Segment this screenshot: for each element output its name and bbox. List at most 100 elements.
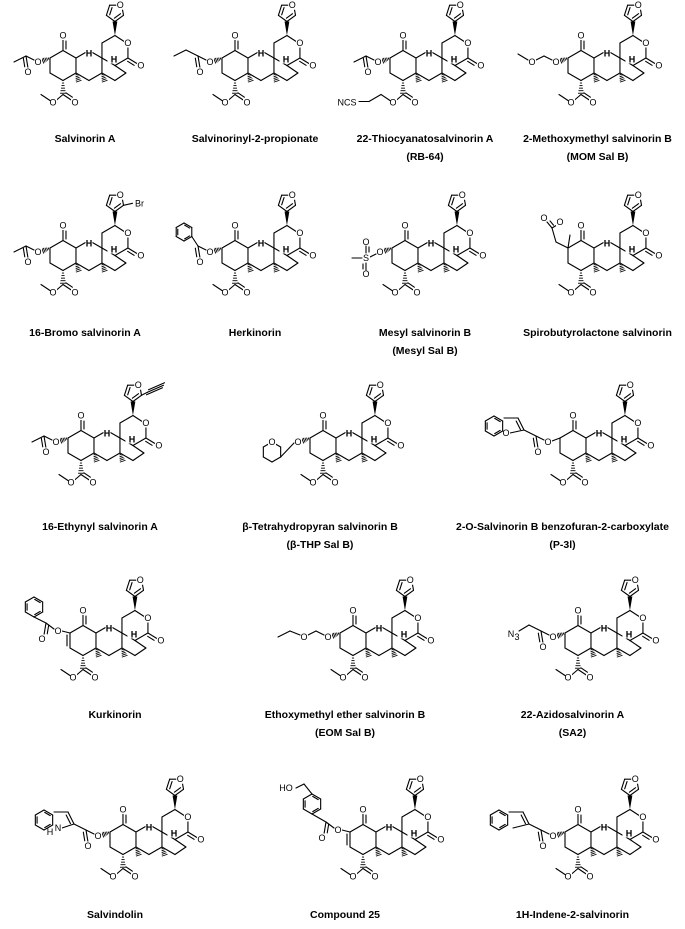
bond <box>95 647 110 657</box>
benzene-bond <box>484 415 495 422</box>
benzene-bond <box>489 809 500 816</box>
abbrev-text: (β-THP Sal B) <box>286 539 354 551</box>
label-mask <box>416 774 425 784</box>
c2-hashed <box>41 247 50 254</box>
bromine-label: Br <box>135 198 144 208</box>
benzene-bond <box>175 222 185 229</box>
benzene-bond <box>493 415 504 422</box>
carbonyl-bond <box>127 247 138 255</box>
bond <box>577 823 592 833</box>
oxygen-label: O <box>552 57 559 67</box>
bond <box>414 846 427 856</box>
benzene-bond <box>498 809 509 816</box>
carbonyl-bond <box>404 283 415 292</box>
label-mask <box>156 636 165 645</box>
label-mask <box>539 642 547 652</box>
bond <box>454 57 469 67</box>
furan-bond <box>619 387 623 396</box>
ester-bond <box>212 93 223 102</box>
carbonyl-bond <box>197 55 201 69</box>
label-mask <box>143 613 152 623</box>
oxygen-label: O <box>34 247 41 257</box>
label-mask <box>588 288 597 297</box>
bond <box>234 239 249 249</box>
bond <box>49 262 64 272</box>
bond <box>67 452 82 462</box>
label-mask <box>556 217 564 227</box>
bond <box>593 72 608 82</box>
label-mask <box>412 288 421 297</box>
name-text: Salvinorin A <box>54 133 116 145</box>
label-mask <box>631 575 640 585</box>
oxygen-label: O <box>642 38 649 48</box>
furan-bond <box>105 194 111 206</box>
carbonyl-bond <box>387 440 395 446</box>
bond <box>309 429 324 439</box>
label-mask <box>24 257 32 267</box>
furan-bond <box>134 589 145 598</box>
oxygen-label: O <box>635 190 642 200</box>
bond <box>580 262 595 272</box>
label-mask <box>196 257 204 267</box>
label-mask <box>566 98 575 107</box>
bond <box>132 414 144 423</box>
furan-bond <box>632 14 643 23</box>
furan-bond <box>281 7 285 16</box>
carbonyl-bond <box>583 92 591 98</box>
carbonyl-bond <box>580 667 588 673</box>
benzene-bond <box>498 824 509 831</box>
carbonyl-bond <box>25 245 29 259</box>
ester-hashed <box>400 82 406 94</box>
oxygen-label: O <box>374 57 381 67</box>
bond <box>247 262 262 272</box>
oxygen-label: O <box>324 632 331 642</box>
methyl-hashed <box>101 73 108 83</box>
label-mask <box>406 575 415 585</box>
bond <box>119 452 134 462</box>
oxygen-label: O <box>361 673 368 683</box>
bond <box>62 262 77 272</box>
methyl-hashed <box>619 263 626 273</box>
label-mask <box>123 228 132 238</box>
oxygen-label: O <box>77 411 84 421</box>
carbonyl-bond <box>85 667 93 673</box>
bond <box>619 34 634 44</box>
compound-name: Herkinorin <box>170 324 340 342</box>
label-mask <box>552 57 560 67</box>
bond <box>577 647 592 657</box>
oxygen-label: O <box>91 673 98 683</box>
hashed-bond <box>559 57 568 64</box>
methyl-hashed <box>616 648 623 658</box>
name-text: 22-Thiocyanatosalvinorin A <box>356 133 494 145</box>
oxygen-label: O <box>331 478 338 488</box>
label-mask <box>154 441 163 450</box>
bond <box>624 444 637 454</box>
bond <box>543 55 553 61</box>
bond <box>73 823 87 831</box>
bond <box>632 72 645 82</box>
carbonyl-bond <box>645 247 656 255</box>
bond <box>221 49 236 59</box>
label-mask <box>625 245 633 254</box>
oxygen-label: O <box>639 812 646 822</box>
oxygen-label: O <box>206 57 213 67</box>
oxygen-label: O <box>334 825 341 835</box>
carbonyl-bond <box>469 250 477 256</box>
hydrogen-label: H <box>626 630 633 640</box>
bond <box>114 72 127 82</box>
bond <box>49 72 64 82</box>
label-mask <box>107 245 115 254</box>
ester-bond <box>540 630 550 636</box>
furan-bond <box>395 579 401 591</box>
hydrogen-label: H <box>86 239 93 249</box>
bond <box>629 831 644 841</box>
carbonyl-bond <box>299 250 307 256</box>
bond <box>315 630 325 636</box>
thp-bond <box>280 442 295 458</box>
ester-bond <box>43 435 53 441</box>
furan-bond <box>173 787 182 793</box>
oxygen-label: O <box>289 190 296 200</box>
